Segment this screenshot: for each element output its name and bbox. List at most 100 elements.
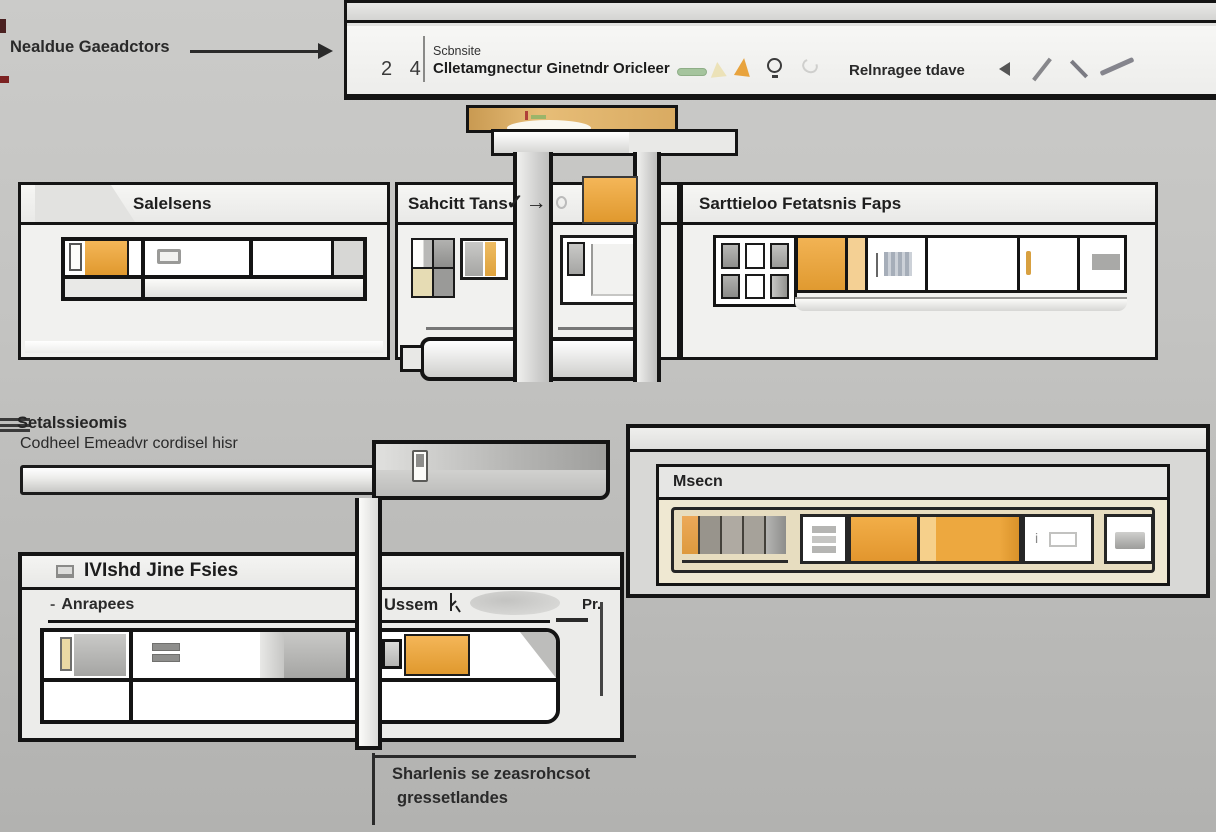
grid-cell[interactable] — [745, 243, 765, 269]
mini-cell-orange-strip[interactable] — [460, 238, 508, 280]
slash-stroke-icon[interactable] — [1069, 59, 1089, 79]
bottom-callout-line2: gressetlandes — [397, 789, 508, 807]
info-cell[interactable]: i — [1022, 514, 1094, 564]
panel-left: Salelsens — [18, 182, 390, 360]
gray-block-a[interactable] — [74, 634, 126, 676]
cell-gray-end — [331, 241, 363, 275]
column-header-right[interactable]: Pr. — [582, 596, 602, 613]
orange-flag-icon[interactable] — [733, 57, 753, 77]
faint-circle-icon — [556, 196, 567, 209]
prev-triangle-icon[interactable] — [999, 62, 1010, 76]
grid-cell[interactable] — [413, 240, 432, 267]
info-label: i — [1035, 530, 1039, 546]
grid-cell[interactable] — [745, 273, 765, 299]
thumb-gray[interactable] — [744, 516, 766, 554]
toolbar-main: 2 4 Scbnsite Clletamgnectur Ginetndr Ori… — [347, 26, 1216, 94]
grid-icon-cell[interactable] — [800, 514, 848, 564]
inset-box — [591, 244, 635, 296]
thumb-gray[interactable] — [700, 516, 722, 554]
grid-cell[interactable] — [769, 243, 789, 269]
callout-arrow-head — [318, 43, 333, 59]
row-divider — [44, 678, 556, 682]
toolbar-right-label: Relnragee tdave — [849, 62, 965, 79]
orange-cell[interactable] — [798, 238, 848, 290]
list-icon[interactable] — [152, 643, 180, 665]
card-icon — [157, 249, 181, 264]
toolbar-row1 — [65, 241, 363, 275]
top-toolbar-window: 2 4 Scbnsite Clletamgnectur Ginetndr Ori… — [344, 0, 1216, 100]
explorer-window: IVIshd Jine Fsies -Anrapees Ussem Pr. — [18, 552, 624, 742]
grid-cell[interactable] — [434, 269, 453, 296]
orange-bar-a[interactable] — [848, 514, 920, 564]
explorer-titlebar: IVIshd Jine Fsies — [22, 556, 620, 590]
panel-left-title: Salelsens — [133, 194, 212, 213]
cream-flag-icon[interactable] — [709, 61, 727, 78]
green-dash — [531, 115, 546, 119]
thumb-orange[interactable] — [682, 516, 700, 554]
backslash-stroke-icon[interactable] — [1032, 57, 1052, 82]
panel-right-header: Sarttieloo Fetatsnis Faps — [683, 185, 1155, 225]
row2 — [44, 682, 556, 720]
slider-track — [376, 444, 606, 470]
bulb-icon[interactable] — [767, 58, 782, 73]
gray-gradient-block — [260, 632, 284, 678]
tag-cell-last[interactable] — [1104, 514, 1154, 564]
block-grid-widget — [713, 235, 797, 307]
cell-selected[interactable] — [65, 241, 141, 275]
cursor-icon — [450, 593, 461, 613]
clamp-bar-end-cap — [400, 345, 424, 372]
notes-title: Setalssieomis — [17, 414, 128, 432]
film-strip-toolbar: i — [671, 507, 1155, 573]
panel-right-title: Sarttieloo Fetatsnis Faps — [699, 194, 902, 213]
hamburger-icon — [0, 418, 30, 432]
grid-cell[interactable] — [434, 240, 453, 267]
gray-square-icon[interactable] — [382, 639, 402, 669]
long-progress-bar — [20, 465, 376, 495]
orange-strip — [485, 242, 496, 276]
header-underline — [48, 620, 550, 623]
light-orange-cell[interactable] — [848, 238, 868, 290]
grid-cell[interactable] — [769, 273, 789, 299]
thumb-gray[interactable] — [722, 516, 744, 554]
smudge-decoration — [470, 591, 560, 615]
green-pill-icon[interactable] — [677, 68, 707, 76]
orange-bar-b[interactable] — [920, 514, 1022, 564]
thumb-underline — [682, 560, 788, 563]
bulb-base — [772, 75, 778, 78]
cell-divider — [346, 632, 350, 678]
explorer-title: IVIshd Jine Fsies — [84, 560, 239, 581]
gray-block — [465, 242, 483, 276]
grid-cell[interactable] — [721, 273, 741, 299]
tag-cell[interactable] — [1080, 238, 1124, 290]
grid-cell[interactable] — [413, 269, 432, 296]
window-icon — [56, 565, 74, 578]
column-header-left[interactable]: Ussem — [384, 596, 439, 614]
clamp-column-left — [513, 152, 553, 382]
notes-subtitle: Codheel Emeadvr cordisel hisr — [20, 435, 238, 452]
panel-right: Sarttieloo Fetatsnis Faps — [680, 182, 1158, 360]
thumb-gray[interactable] — [766, 516, 786, 554]
bottom-callout-vline — [372, 753, 375, 825]
tree-item-row[interactable]: -Anrapees — [50, 596, 134, 614]
icon-cell[interactable] — [868, 238, 928, 290]
gray-block-b[interactable] — [284, 632, 346, 678]
wide-empty-cell[interactable] — [928, 238, 1020, 290]
nested-box-widget[interactable] — [560, 235, 640, 305]
row2-wide-cell — [145, 279, 363, 297]
cell-empty[interactable] — [253, 241, 331, 275]
refresh-icon[interactable] — [799, 56, 821, 76]
bottom-callout-line1: Sharlenis se zeasrohcsot — [392, 765, 591, 783]
panel-middle-title: Sahcitt Tans — [408, 194, 508, 213]
slider-knob-icon[interactable] — [412, 450, 428, 482]
marker-cell[interactable] — [1020, 238, 1080, 290]
caret-line — [876, 253, 878, 277]
thumb-block-group — [682, 516, 788, 554]
explorer-toolbar-widget — [40, 628, 560, 724]
orange-block-button[interactable] — [404, 634, 470, 676]
pen-stroke-icon[interactable] — [1099, 56, 1135, 77]
toolbar-shadow-bar — [795, 297, 1127, 311]
toolbar-divider — [423, 36, 425, 82]
grid-cell[interactable] — [721, 243, 741, 269]
cell-button[interactable] — [145, 241, 249, 275]
